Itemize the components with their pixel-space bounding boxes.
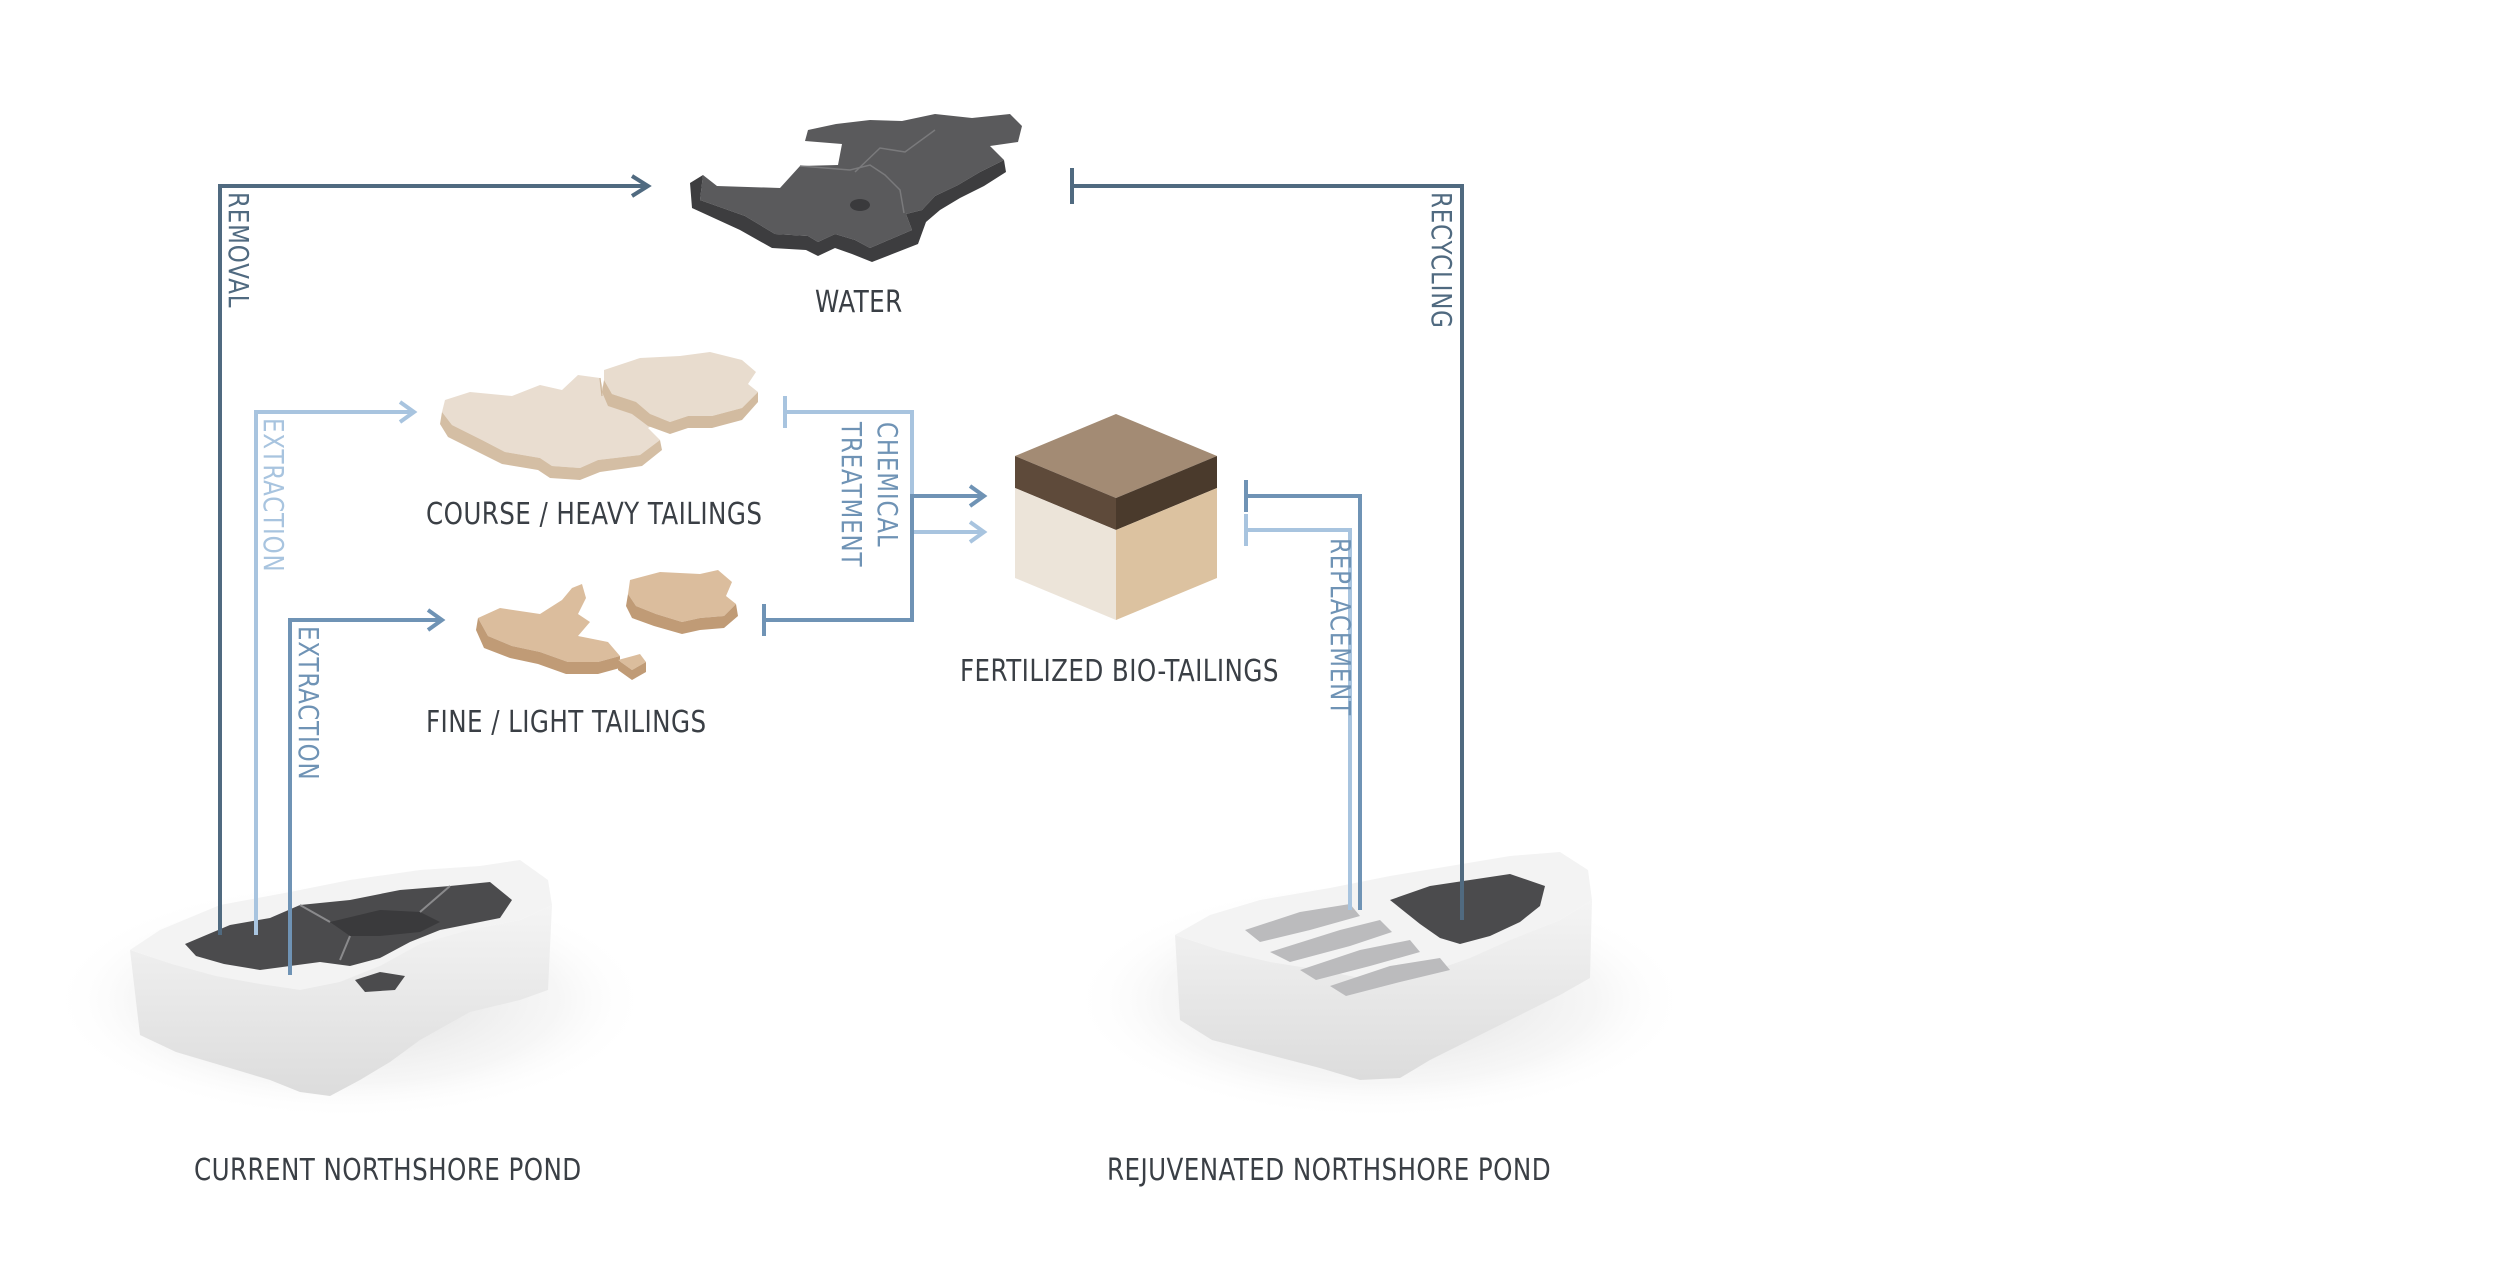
fine-tailings-shape [476, 570, 738, 680]
replacement-flow-label: REPLACEMENT [1324, 538, 1357, 717]
rejuvenated-pond [1070, 852, 1690, 1120]
removal-flow-label: REMOVAL [222, 192, 255, 309]
recycling-flow [1070, 168, 1464, 920]
water-label: WATER [815, 285, 903, 320]
rejuvenated-pond-label: REJUVENATED NORTHSHORE POND [1107, 1153, 1552, 1188]
chemical-course-branch [783, 396, 988, 544]
fertilized-cube [1015, 414, 1217, 620]
course-tailings-shape [440, 352, 758, 480]
current-pond [50, 860, 650, 1120]
removal-flow [218, 174, 652, 935]
extraction-course-flow [254, 400, 418, 935]
recycling-flow-label: RECYCLING [1425, 192, 1458, 329]
chemical-flow-label: CHEMICAL [871, 422, 904, 548]
fine-light-label: FINE / LIGHT TAILINGS [426, 705, 707, 740]
course-heavy-label: COURSE / HEAVY TAILINGS [426, 497, 763, 532]
fertilized-label: FERTILIZED BIO-TAILINGS [960, 654, 1279, 689]
extraction-fine-flow-label: EXTRACTION [292, 626, 325, 781]
chemical-fine-branch [762, 484, 988, 636]
extraction-fine-flow [288, 608, 446, 975]
replacement-flow [1244, 480, 1362, 910]
water-shape [690, 114, 1022, 262]
treatment-flow-label: TREATMENT [835, 422, 868, 568]
extraction-course-flow-label: EXTRACTION [257, 418, 290, 573]
current-pond-label: CURRENT NORTHSHORE POND [194, 1153, 582, 1188]
